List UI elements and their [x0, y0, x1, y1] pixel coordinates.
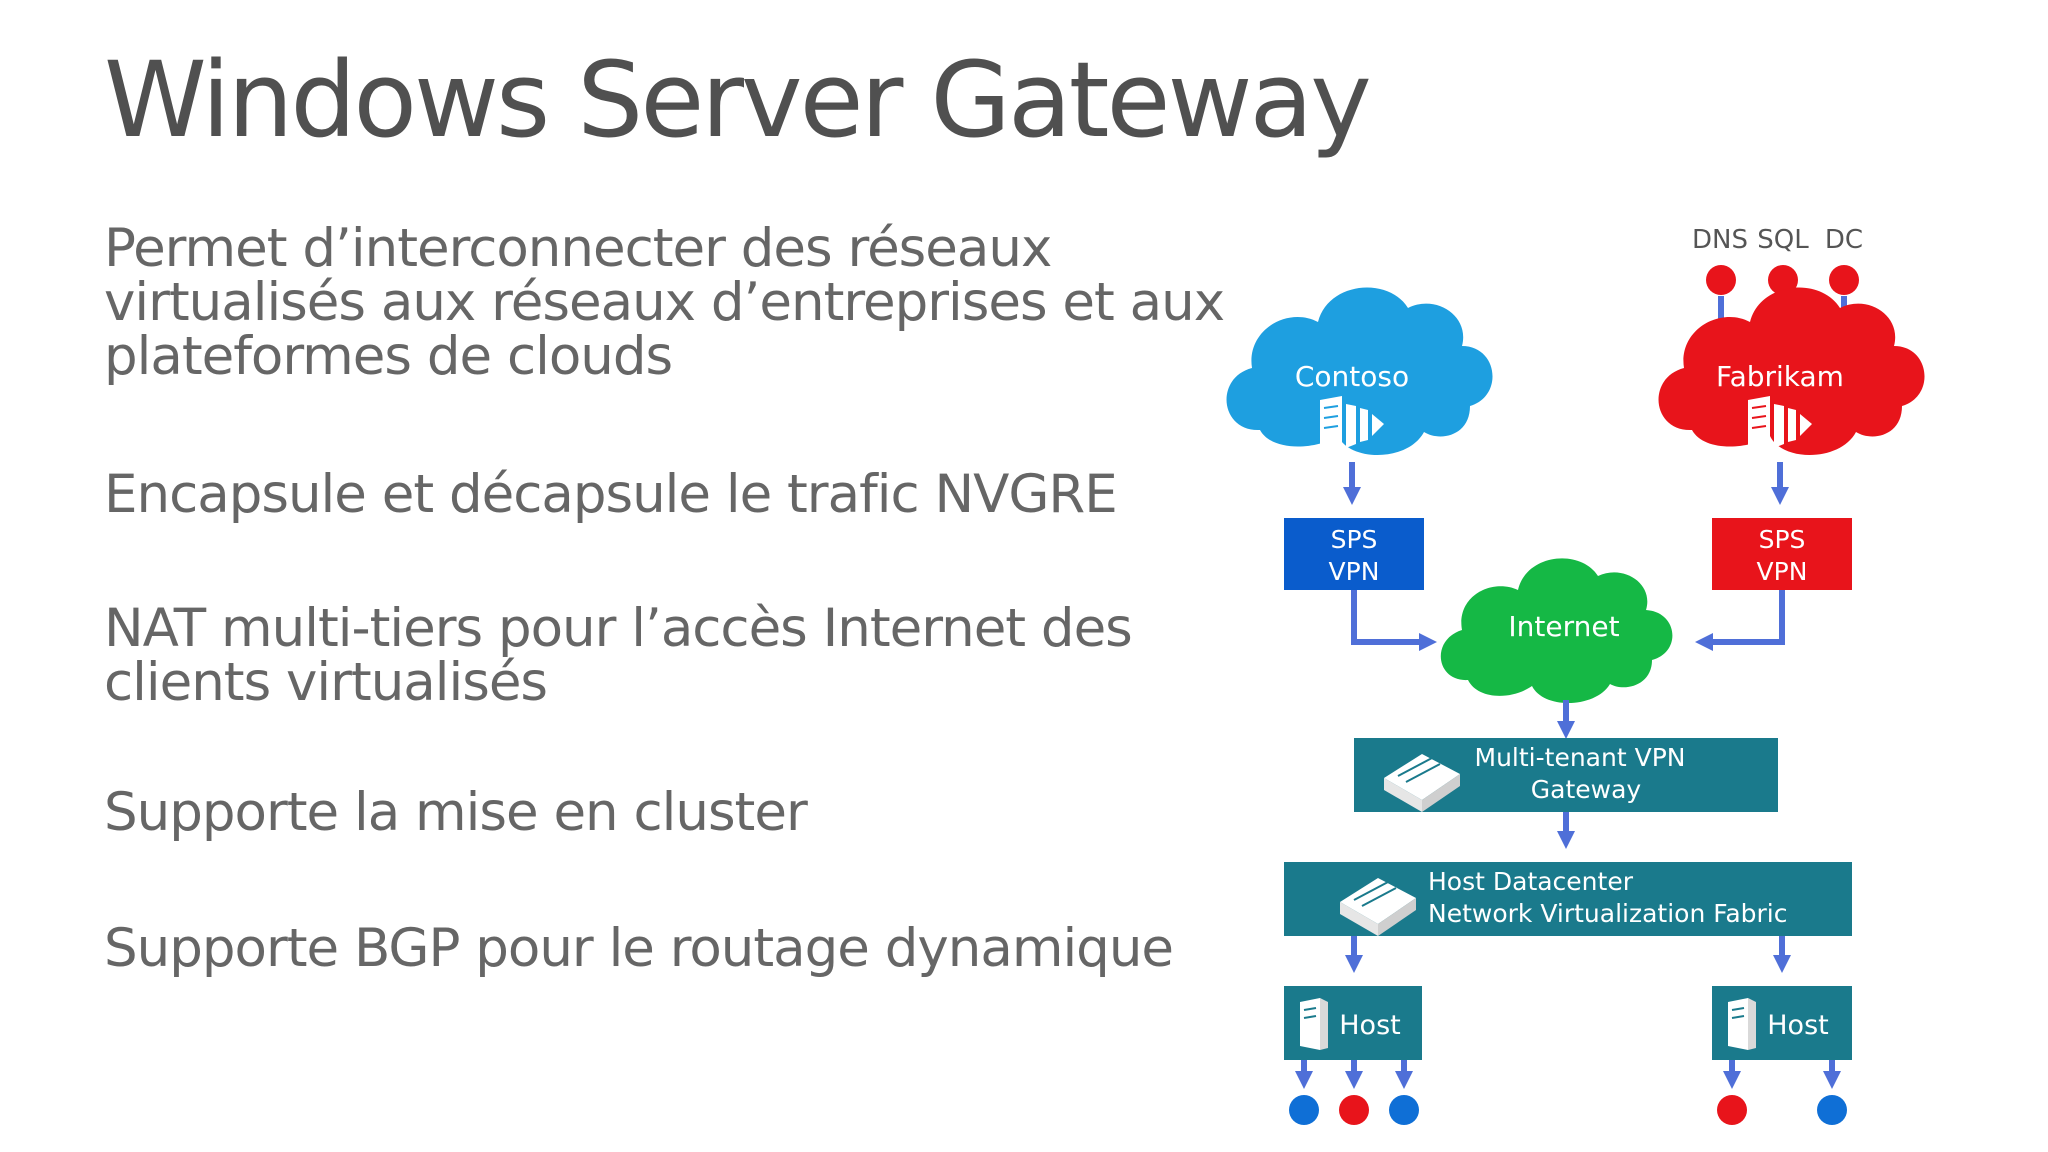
service-label-dns: DNS	[1692, 225, 1748, 255]
sps-to-internet-arrows	[1351, 590, 1785, 651]
sps-vpn-right: SPS VPN	[1712, 518, 1852, 590]
cloud-internet-label: Internet	[1508, 610, 1619, 643]
fabric-label-line2: Network Virtualization Fabric	[1428, 899, 1788, 928]
vm-dot-red	[1339, 1095, 1369, 1125]
server-rack-icon	[1748, 396, 1812, 456]
cloud-contoso: Contoso	[1226, 287, 1493, 456]
host-right: Host	[1712, 986, 1852, 1060]
sps-vpn-left-box	[1284, 518, 1424, 590]
vm-dots	[1289, 1095, 1847, 1125]
cloud-contoso-label: Contoso	[1295, 360, 1409, 393]
bullet-nat: NAT multi-tiers pour l’accès Internet de…	[104, 598, 1133, 713]
bullet-nvgre: Encapsule et décapsule le trafic NVGRE	[104, 464, 1118, 525]
host-datacenter-fabric: Host Datacenter Network Virtualization F…	[1284, 862, 1852, 936]
host-left-label: Host	[1339, 1010, 1400, 1041]
cloud-to-sps-arrows	[1343, 462, 1789, 505]
service-dots	[1706, 265, 1859, 295]
sps-vpn-right-box	[1712, 518, 1852, 590]
sps-vpn-left-line2: VPN	[1329, 557, 1380, 586]
cloud-contoso-shape	[1226, 287, 1493, 456]
server-appliance-icon	[1384, 754, 1460, 812]
fabric-to-host-arrows	[1345, 936, 1791, 973]
network-diagram: DNS SQL DC Contoso	[1200, 200, 2020, 1140]
sps-vpn-right-line2: VPN	[1757, 557, 1808, 586]
gateway-label-line2: Gateway	[1531, 775, 1642, 804]
sps-vpn-left: SPS VPN	[1284, 518, 1424, 590]
service-dot-dc	[1829, 265, 1859, 295]
cloud-fabrikam-shape	[1658, 287, 1925, 456]
vm-dot-blue	[1817, 1095, 1847, 1125]
service-labels: DNS SQL DC	[1692, 225, 1863, 255]
cloud-internet: Internet	[1440, 558, 1673, 704]
service-dot-sql	[1768, 265, 1798, 295]
server-rack-icon	[1320, 396, 1384, 456]
host-right-label: Host	[1767, 1010, 1828, 1041]
host-to-vm-arrows	[1295, 1060, 1841, 1089]
bullet-cluster: Supporte la mise en cluster	[104, 782, 808, 843]
vm-dot-blue	[1389, 1095, 1419, 1125]
fabric-label-line1: Host Datacenter	[1428, 867, 1634, 896]
vm-dot-blue	[1289, 1095, 1319, 1125]
server-appliance-icon	[1340, 878, 1416, 936]
bullet-bgp: Supporte BGP pour le routage dynamique	[104, 918, 1174, 979]
service-label-sql: SQL	[1757, 225, 1809, 255]
cloud-fabrikam: Fabrikam	[1658, 287, 1925, 456]
server-tower-icon	[1300, 998, 1328, 1050]
service-label-dc: DC	[1825, 225, 1863, 255]
vm-dot-red	[1717, 1095, 1747, 1125]
server-tower-icon	[1728, 998, 1756, 1050]
multi-tenant-gateway: Multi-tenant VPN Gateway	[1354, 738, 1778, 812]
sps-vpn-left-line1: SPS	[1331, 525, 1378, 554]
network-diagram-svg: DNS SQL DC Contoso	[1226, 225, 1925, 1125]
sps-vpn-right-line1: SPS	[1759, 525, 1806, 554]
cloud-fabrikam-label: Fabrikam	[1716, 360, 1844, 393]
gateway-label-line1: Multi-tenant VPN	[1475, 743, 1686, 772]
slide-title: Windows Server Gateway	[104, 39, 1372, 161]
cloud-internet-shape	[1440, 558, 1673, 704]
bullet-interconnect: Permet d’interconnecter des réseaux virt…	[104, 218, 1225, 387]
service-dot-dns	[1706, 265, 1736, 295]
host-left: Host	[1284, 986, 1422, 1060]
